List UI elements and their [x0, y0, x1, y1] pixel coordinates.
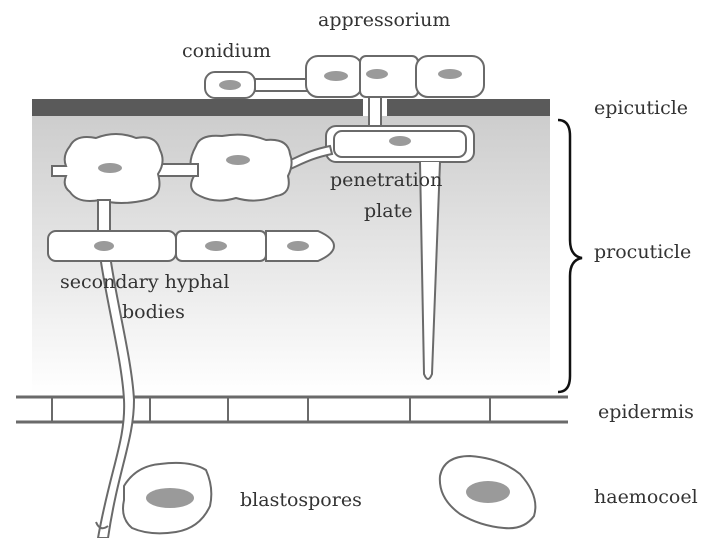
- blastospore-left: [123, 463, 211, 533]
- blastospore-right: [440, 456, 536, 528]
- penetration-peg-fill: [370, 94, 380, 130]
- stalk-hypha: [98, 200, 110, 232]
- label-penetration-plate-2: plate: [364, 200, 412, 222]
- label-haemocoel: haemocoel: [594, 486, 698, 508]
- conidium: [205, 72, 307, 98]
- epidermis-layer: [16, 397, 568, 422]
- hyphal-body-left-nucleus: [98, 163, 122, 173]
- procuticle-brace: [558, 120, 582, 392]
- label-epidermis: epidermis: [598, 401, 694, 423]
- secondary-hyphal-bodies: [48, 231, 334, 261]
- label-epicuticle: epicuticle: [594, 97, 688, 119]
- label-secondary-hyphal-2: bodies: [122, 301, 185, 323]
- label-appressorium: appressorium: [318, 9, 450, 31]
- label-procuticle: procuticle: [594, 241, 691, 263]
- hyphal-body-middle: [190, 135, 291, 201]
- blob-connector: [158, 164, 198, 176]
- appressorium: [306, 56, 484, 97]
- penetration-plate-nucleus: [389, 136, 411, 146]
- label-blastospores: blastospores: [240, 489, 362, 511]
- label-conidium: conidium: [182, 40, 271, 62]
- epicuticle-layer-left: [32, 99, 363, 116]
- epicuticle-layer-right: [387, 99, 550, 116]
- label-secondary-hyphal-1: secondary hyphal: [60, 271, 229, 293]
- label-penetration-plate-1: penetration: [330, 169, 442, 191]
- hyphal-body-middle-nucleus: [226, 155, 250, 165]
